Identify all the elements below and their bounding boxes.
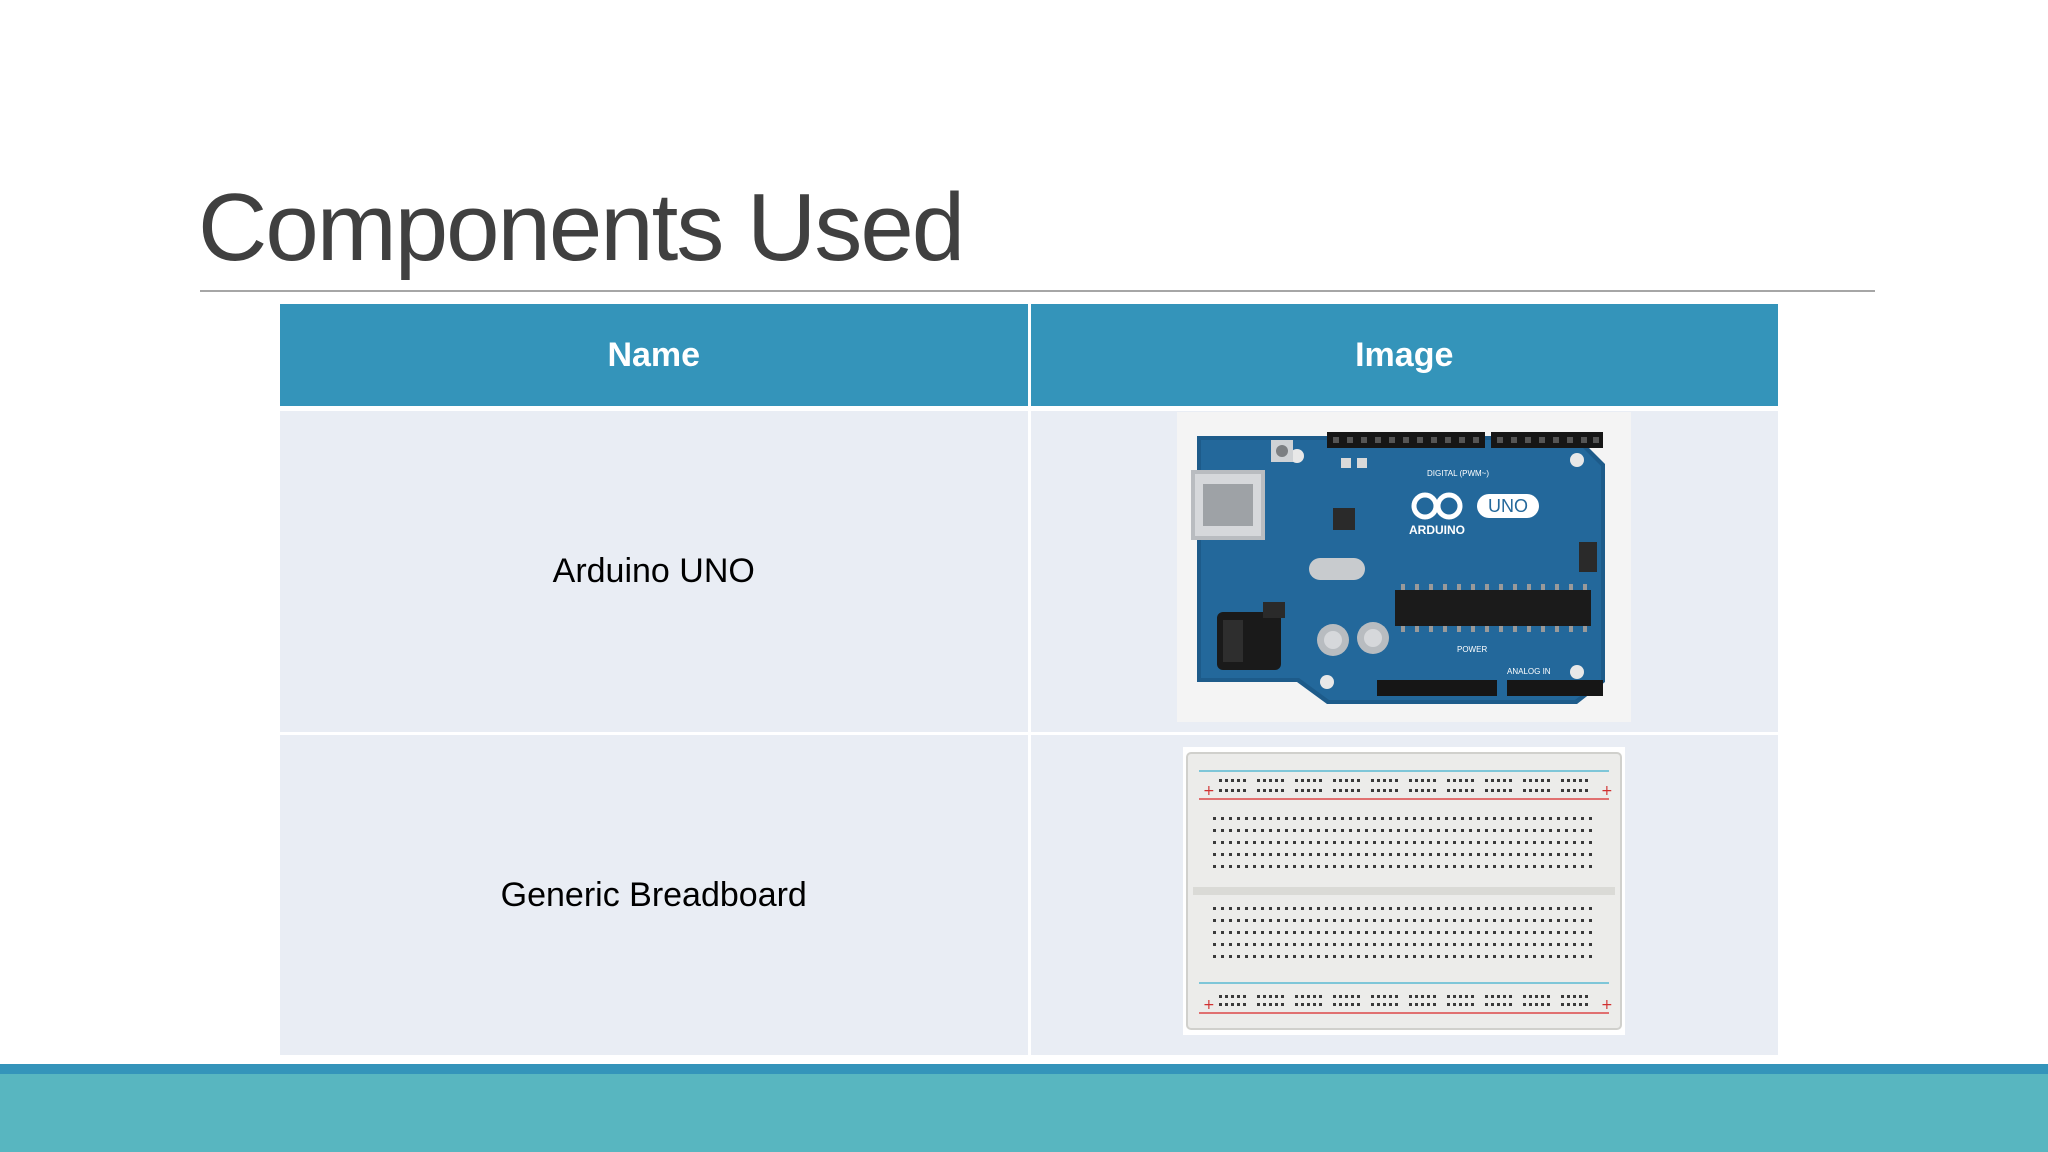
board-brand-text: ARDUINO xyxy=(1409,523,1465,537)
plus-icon: + xyxy=(1203,783,1215,799)
components-table: Name Image Arduino UNO xyxy=(280,304,1778,1058)
plus-icon: + xyxy=(1601,997,1613,1013)
arduino-uno-image: UNO ARDUINO DIGITAL (PWM~) ANALOG IN POW… xyxy=(1177,412,1632,731)
component-name-cell: Arduino UNO xyxy=(280,408,1031,735)
breadboard-image: + + + + xyxy=(1183,746,1626,1044)
component-image-cell: + + + + xyxy=(1029,733,1778,1058)
board-analog-label: ANALOG IN xyxy=(1507,667,1551,676)
column-header-image: Image xyxy=(1029,304,1778,411)
table-row: Generic Breadboard + xyxy=(280,733,1778,1058)
table-header-row: Name Image xyxy=(280,304,1778,411)
component-image-cell: UNO ARDUINO DIGITAL (PWM~) ANALOG IN POW… xyxy=(1029,408,1778,735)
board-digital-label: DIGITAL (PWM~) xyxy=(1427,469,1489,478)
title-divider xyxy=(200,290,1875,292)
footer-bar xyxy=(0,1074,2048,1152)
footer-accent-bar xyxy=(0,1064,2048,1074)
board-model-text: UNO xyxy=(1488,496,1528,516)
table-row: Arduino UNO xyxy=(280,408,1778,735)
slide-title: Components Used xyxy=(198,174,965,281)
column-header-name: Name xyxy=(280,304,1031,411)
plus-icon: + xyxy=(1601,783,1613,799)
board-power-label: POWER xyxy=(1457,645,1487,654)
plus-icon: + xyxy=(1203,997,1215,1013)
component-name-cell: Generic Breadboard xyxy=(280,733,1031,1058)
